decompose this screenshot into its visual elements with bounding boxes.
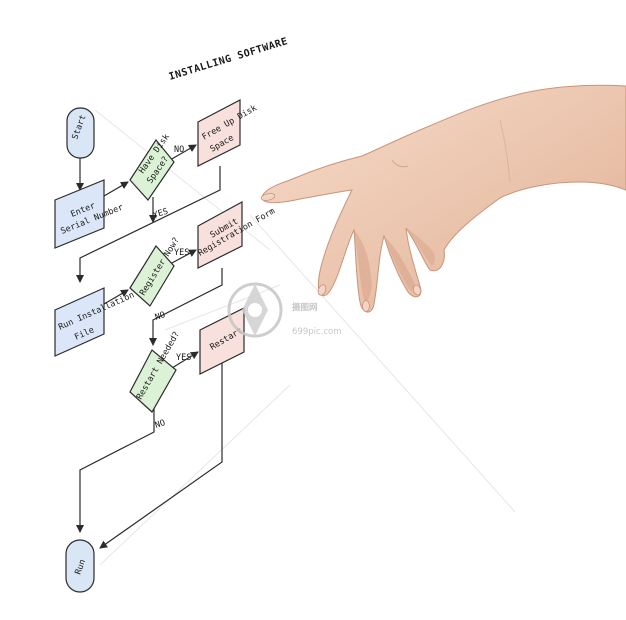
edge-label-restart-yes: YES xyxy=(176,353,191,363)
node-free-space: Free Up Disk Space xyxy=(197,99,259,167)
watermark: 摄图网 699pic.com xyxy=(227,282,342,338)
diagram-title: INSTALLING SOFTWARE xyxy=(168,36,290,83)
edge-label-register-yes: YES xyxy=(174,248,189,258)
edge-label-register-no: NO xyxy=(154,310,167,323)
pointing-hand-icon xyxy=(260,84,626,313)
connector-disk-free xyxy=(169,144,197,161)
connector-submit-down xyxy=(149,268,223,346)
connector-restart-run xyxy=(99,362,223,549)
node-disk-space: Have Disk Space? xyxy=(129,132,175,201)
node-register: Register Now? xyxy=(129,236,182,307)
node-run: Run xyxy=(65,539,95,593)
edge-label-disk-yes: YES xyxy=(152,207,170,221)
edge-label-restart-no: NO xyxy=(154,418,167,431)
watermark-brand: 摄图网 xyxy=(292,302,318,313)
edge-label-disk-no: NO xyxy=(174,145,184,155)
node-start: Start xyxy=(66,107,95,159)
watermark-url: 699pic.com xyxy=(292,327,342,337)
connector-register-submit xyxy=(169,249,197,265)
connector-free-loop xyxy=(76,166,221,283)
node-submit: Submit Registration Form xyxy=(197,200,277,269)
watermark-logo-icon xyxy=(227,282,283,338)
connector-restartq-no xyxy=(76,406,155,533)
connector-enter-disk xyxy=(103,181,129,197)
node-enter-serial: Enter Serial Number xyxy=(54,179,125,249)
node-run-install: Run Installation File xyxy=(54,287,136,357)
connector-run-register xyxy=(103,289,129,305)
node-run-label: Run xyxy=(73,558,88,576)
connector-restartq-restart xyxy=(171,351,199,369)
flow-connectors xyxy=(76,144,223,549)
node-restart-question: Restart Needed? xyxy=(129,330,182,413)
